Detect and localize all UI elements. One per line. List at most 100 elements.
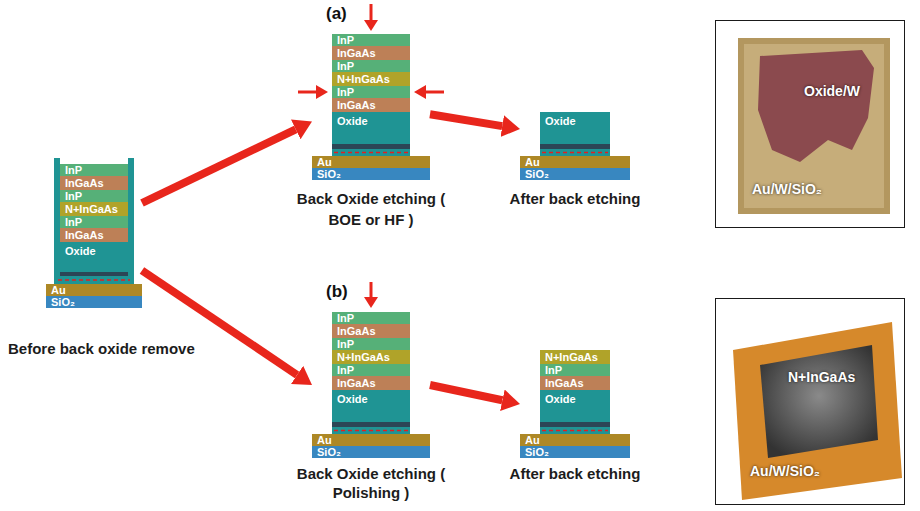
photo-ingaas-region	[760, 345, 878, 458]
layer-name: Oxide	[545, 393, 576, 405]
photo-sample-surface	[744, 44, 884, 208]
layer-stack: After back etchingN+InGaAsInPInGaAsOxide…	[520, 350, 630, 458]
layer-stack: Back Oxide etching ( BOE or HF )InPInGaA…	[312, 34, 430, 180]
epi-layer: InP	[60, 216, 128, 228]
epi-layer: InP	[60, 190, 128, 202]
panel-label: (a)	[326, 4, 347, 24]
epi-layer: InP	[540, 364, 610, 376]
stack-caption: After back etching	[495, 464, 655, 483]
epi-layer: Au	[312, 434, 430, 446]
process-arrow	[142, 129, 296, 203]
epi-layer: InP	[332, 34, 410, 46]
epi-layer: Au	[520, 156, 630, 168]
layer-name: Oxide	[337, 115, 368, 127]
layer-stack: Before back oxide removeInPInGaAsInPN+In…	[46, 158, 142, 308]
sample-photo: N+InGaAsAu/W/SiO₂	[715, 298, 905, 505]
etch-arrow-head	[316, 85, 328, 99]
epi-layer: InGaAs	[60, 176, 128, 190]
photo-label: Au/W/SiO₂	[752, 181, 822, 198]
epi-layer: InGaAs	[332, 46, 410, 60]
polish-arrow	[370, 282, 373, 298]
epi-layer: N+InGaAs	[60, 202, 128, 216]
layer-name: InP	[337, 338, 354, 350]
epi-layer: InP	[60, 164, 128, 176]
epi-layer: SiO₂	[520, 446, 630, 458]
epi-layer: SiO₂	[312, 446, 430, 458]
epi-layer: SiO₂	[46, 296, 142, 308]
photo-sample	[738, 38, 890, 214]
epi-layer: InP	[332, 86, 410, 98]
epi-layer: SiO₂	[312, 168, 430, 180]
layer-name: Au	[525, 434, 540, 446]
epi-layer: N+InGaAs	[540, 350, 610, 364]
etch-arrow	[370, 4, 373, 21]
stack-caption: After back etching	[495, 188, 655, 209]
epi-layer: InGaAs	[332, 376, 410, 390]
epi-layer: InGaAs	[540, 376, 610, 390]
epi-layer: InP	[332, 312, 410, 324]
polish-arrow-head	[364, 297, 378, 308]
layer-stack: After back etchingOxideAuSiO₂	[520, 112, 630, 180]
photo-oxide-region	[758, 50, 874, 162]
layer-name: SiO₂	[525, 446, 549, 458]
epi-layer: Oxide	[540, 390, 610, 422]
bond-interface	[542, 152, 608, 154]
etch-arrow-head	[414, 85, 426, 99]
epi-layer: Au	[520, 434, 630, 446]
layer-name: Oxide	[337, 393, 368, 405]
layer-name: InGaAs	[337, 325, 376, 337]
epi-layer: InP	[332, 364, 410, 376]
layer-name: InP	[65, 190, 82, 202]
layer-name: N+InGaAs	[337, 73, 390, 85]
epi-layer: InGaAs	[332, 98, 410, 112]
epi-layer: InGaAs	[332, 324, 410, 338]
oxide-sidewall	[128, 158, 134, 276]
epi-layer: Oxide	[60, 242, 128, 272]
layer-name: SiO₂	[51, 296, 75, 308]
bond-layer	[332, 427, 410, 434]
stack-caption: Before back oxide remove	[8, 339, 195, 359]
layer-name: InP	[337, 34, 354, 46]
layer-name: SiO₂	[525, 168, 549, 180]
layer-name: InGaAs	[337, 99, 376, 111]
bond-layer	[332, 149, 410, 156]
layer-name: InP	[545, 364, 562, 376]
epi-layer: Au	[46, 284, 142, 296]
layer-name: Au	[51, 284, 66, 296]
photo-label: N+InGaAs	[788, 369, 855, 386]
etch-arrow-head	[364, 20, 378, 31]
layer-name: InP	[337, 60, 354, 72]
layer-name: InGaAs	[545, 377, 584, 389]
epi-layer: Au	[312, 156, 430, 168]
epi-layer: SiO₂	[520, 168, 630, 180]
layer-name: SiO₂	[317, 446, 341, 458]
photo-label: Oxide/W	[804, 83, 860, 100]
process-arrow	[142, 271, 297, 375]
layer-name: N+InGaAs	[337, 351, 390, 363]
metal-layer	[60, 272, 128, 276]
bond-interface	[542, 430, 608, 432]
layer-name: N+InGaAs	[65, 203, 118, 215]
metal-layer	[540, 144, 610, 149]
sample-photo: Oxide/W Au/W/SiO₂	[715, 20, 905, 228]
layer-name: InGaAs	[65, 177, 104, 189]
layer-name: InP	[65, 164, 82, 176]
layer-name: InGaAs	[337, 377, 376, 389]
layer-name: Oxide	[65, 245, 96, 257]
bond-interface	[58, 279, 130, 281]
layer-name: Au	[317, 434, 332, 446]
bond-interface	[334, 152, 408, 154]
metal-layer	[332, 422, 410, 427]
process-arrow	[430, 385, 502, 400]
stack-caption: Back Oxide etching ( BOE or HF )	[291, 188, 451, 230]
photo-sample	[733, 322, 902, 500]
layer-name: N+InGaAs	[545, 351, 598, 363]
epi-layer: N+InGaAs	[332, 72, 410, 86]
layer-name: SiO₂	[317, 168, 341, 180]
epi-layer: InP	[332, 60, 410, 72]
etch-arrow	[298, 91, 317, 94]
epi-layer: Oxide	[332, 112, 410, 144]
bond-interface	[334, 430, 408, 432]
layer-name: InGaAs	[65, 229, 104, 241]
